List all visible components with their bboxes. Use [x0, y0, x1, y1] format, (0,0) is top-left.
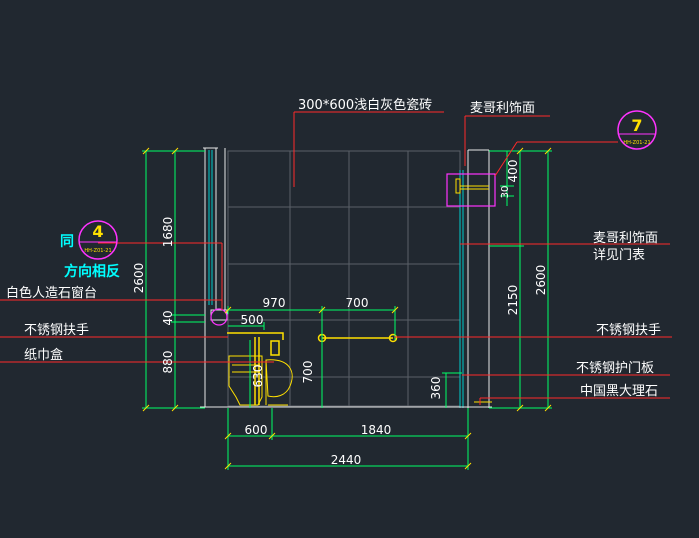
- right-door-panel: [459, 170, 464, 408]
- label-mackerley-top: 麦哥利饰面: [470, 101, 535, 116]
- annotation-labels: 300*600浅白灰色瓷砖 麦哥利饰面 麦哥利饰面 详见门表 白色人造石窗台 不…: [6, 97, 661, 399]
- label-tile: 300*600浅白灰色瓷砖: [298, 97, 432, 113]
- callout-circle-right: [617, 110, 657, 150]
- label-sill: 白色人造石窗台: [6, 285, 97, 301]
- tile-wall: [227, 150, 461, 407]
- dim-bottom-2440: 2440: [331, 453, 362, 467]
- dim-v-630: 630: [251, 365, 265, 388]
- label-mackerley-right-2: 详见门表: [593, 248, 645, 263]
- dim-right-30: 30: [500, 186, 511, 199]
- dim-left-1680: 1680: [161, 217, 175, 248]
- dim-left-2600: 2600: [132, 263, 146, 294]
- detail-marker-right: [446, 173, 496, 207]
- label-opposite: 方向相反: [64, 263, 120, 280]
- label-tissue-box: 纸巾盒: [24, 347, 63, 363]
- label-door-guard: 不锈钢护门板: [576, 361, 654, 376]
- left-wall: [203, 147, 228, 407]
- dim-bottom-1840: 1840: [361, 423, 392, 437]
- dim-right-360: 360: [429, 377, 443, 400]
- dim-left-40: 40: [161, 310, 175, 325]
- dim-right-400: 400: [506, 160, 520, 183]
- dim-v-700: 700: [301, 361, 315, 384]
- callout-ref-left: HH-Z01-21: [84, 248, 111, 254]
- detail-marker-left: [210, 308, 228, 326]
- callout-ref-right: HH-Z01-21: [623, 140, 650, 146]
- label-handrail-right: 不锈钢扶手: [596, 323, 661, 338]
- dim-top-700: 700: [346, 296, 369, 310]
- door-guard-hardware: [455, 178, 489, 194]
- label-mackerley-right-1: 麦哥利饰面: [593, 231, 658, 246]
- tile-grid: [228, 151, 460, 406]
- left-window-glass: [208, 150, 213, 305]
- grab-bar-l-shape: [227, 332, 284, 405]
- dimension-ticks: [142, 147, 552, 470]
- label-same: 同: [60, 234, 74, 250]
- dimension-texts: 1680 2600 40 880 970 700 500 630 700 400…: [132, 160, 548, 467]
- callout-number-right: 7: [631, 116, 642, 135]
- annotation-leaders: [0, 111, 672, 405]
- section-callout-right: 7 HH-Z01-21: [617, 110, 657, 150]
- callout-circle-left: [78, 220, 118, 260]
- label-marble: 中国黑大理石: [580, 384, 658, 399]
- right-door-frame: [467, 149, 490, 408]
- dim-small-500: 500: [241, 313, 264, 327]
- dim-bottom-600: 600: [245, 423, 268, 437]
- dimension-lines: [142, 150, 552, 470]
- dim-left-880: 880: [161, 351, 175, 374]
- dim-top-970: 970: [263, 296, 286, 310]
- callout-number-left: 4: [92, 222, 103, 241]
- label-handrail-left: 不锈钢扶手: [24, 323, 89, 338]
- section-callout-left: 4 HH-Z01-21: [78, 220, 118, 260]
- dim-right-2150: 2150: [506, 285, 520, 316]
- dim-right-2600: 2600: [534, 265, 548, 296]
